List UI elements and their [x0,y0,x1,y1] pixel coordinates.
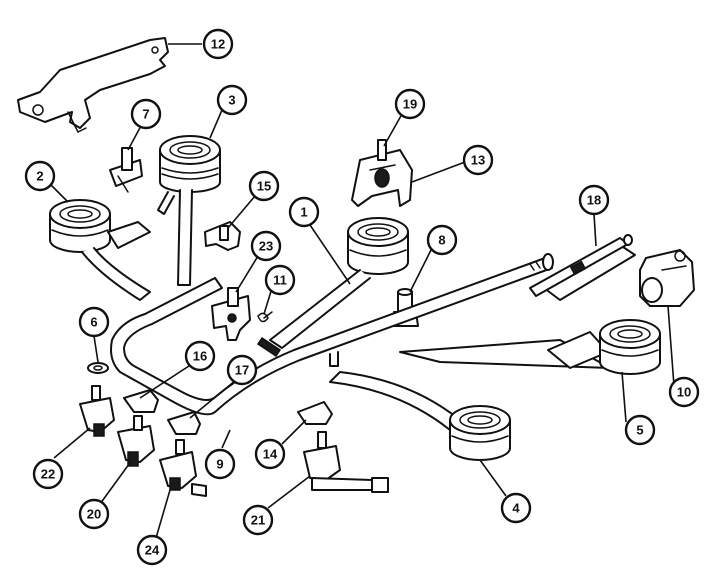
callout-9: 9 [204,448,236,480]
left-burner [49,199,151,301]
callout-18-label: 18 [587,193,601,208]
callout-4-label: 4 [512,501,520,516]
callout-7: 7 [130,98,162,130]
spark-bracket-15 [204,221,241,251]
washer [87,362,109,374]
leader-lines [49,43,675,539]
callout-17-label: 17 [235,363,249,378]
center-burner [256,217,409,358]
callout-24-label: 24 [145,543,160,558]
callout-11: 11 [264,264,296,296]
callout-19: 19 [394,88,426,120]
pipe-bracket [529,234,636,301]
callout-21-label: 21 [251,513,265,528]
callout-20: 20 [78,498,110,530]
callout-19-label: 19 [403,97,417,112]
callout-16-label: 16 [193,349,207,364]
callout-16: 16 [184,340,216,372]
callout-5: 5 [624,414,656,446]
callout-15-label: 15 [257,179,271,194]
callout-17: 17 [226,354,258,386]
callout-3: 3 [216,84,248,116]
callout-1-label: 1 [300,205,307,220]
callout-5-label: 5 [636,423,643,438]
callout-22: 22 [32,458,64,490]
spark-bracket-14 [297,401,333,425]
electrode-assembly [211,287,251,341]
callout-14: 14 [254,438,286,470]
callout-15: 15 [248,170,280,202]
callout-10-label: 10 [677,385,691,400]
spark-bracket-16 [123,389,159,413]
callout-6-label: 6 [90,315,97,330]
callout-12-label: 12 [211,37,225,52]
callout-14-label: 14 [263,447,278,462]
callout-9-label: 9 [216,457,223,472]
callout-22-label: 22 [41,467,55,482]
small-bracket [109,147,143,193]
spark-bracket-17 [167,411,201,435]
callout-8: 8 [426,224,458,256]
callout-1: 1 [288,196,320,228]
rear-left-burner [157,135,221,286]
burner-valve-22 [79,385,115,437]
callout-4: 4 [500,492,532,524]
right-rear-burner [399,319,661,375]
callout-2: 2 [24,160,56,192]
top-bracket [17,37,169,134]
callout-11-label: 11 [273,273,287,288]
valve-bracket [351,139,413,207]
burner-valve-24 [159,439,207,497]
callout-12: 12 [202,28,234,60]
callout-3-label: 3 [228,93,235,108]
callout-21: 21 [242,504,274,536]
callout-13: 13 [462,144,494,176]
callout-24: 24 [136,534,168,566]
callout-10: 10 [668,376,700,408]
burner-valve-21 [303,431,389,493]
callout-2-label: 2 [36,169,43,184]
pressure-regulator [639,249,695,307]
callout-23: 23 [250,230,282,262]
gas-manifold [110,253,554,416]
right-front-burner [329,371,511,461]
callout-8-label: 8 [438,233,445,248]
callout-18: 18 [578,184,610,216]
callout-7-label: 7 [142,107,149,122]
callout-6: 6 [78,306,110,338]
callout-13-label: 13 [471,153,485,168]
callout-20-label: 20 [87,507,101,522]
screw [257,311,273,323]
callout-23-label: 23 [259,239,273,254]
burner-valve-20 [117,415,155,467]
